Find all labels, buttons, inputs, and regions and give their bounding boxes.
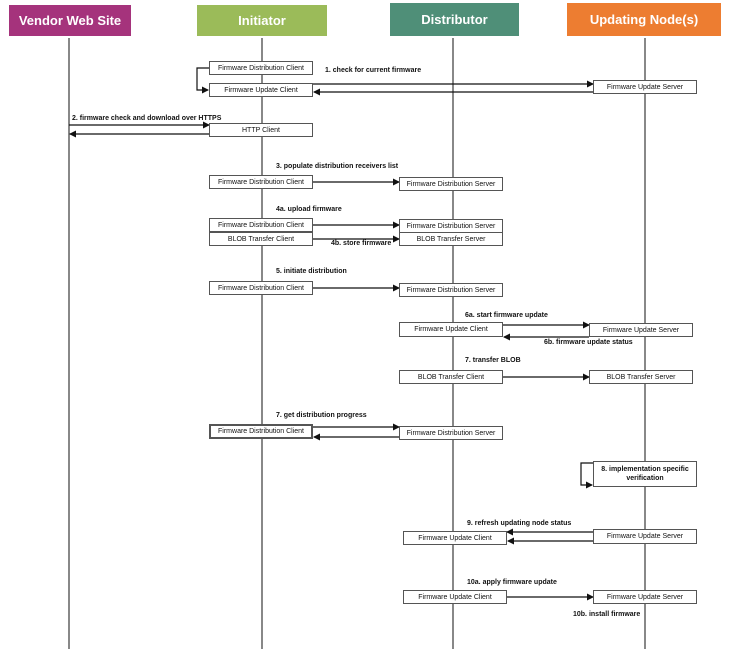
distributor-firmware-update-client-10: Firmware Update Client bbox=[403, 590, 507, 604]
distributor-firmware-update-client-6: Firmware Update Client bbox=[399, 322, 503, 337]
participant-initiator: Initiator bbox=[197, 5, 327, 36]
participant-vendor-web-site: Vendor Web Site bbox=[9, 5, 131, 36]
participant-updating-nodes: Updating Node(s) bbox=[567, 3, 721, 36]
initiator-blob-transfer-client-4b: BLOB Transfer Client bbox=[209, 232, 313, 246]
arrow-1-self bbox=[196, 67, 209, 94]
message-2-label: 2. firmware check and download over HTTP… bbox=[72, 115, 222, 122]
node-firmware-update-server-1: Firmware Update Server bbox=[593, 80, 697, 94]
distributor-firmware-distribution-server-3: Firmware Distribution Server bbox=[399, 177, 503, 191]
message-5-label: 5. initiate distribution bbox=[276, 268, 347, 275]
message-7-progress-label: 7. get distribution progress bbox=[276, 412, 367, 419]
arrow-8-self bbox=[580, 462, 593, 489]
message-1-label: 1. check for current firmware bbox=[325, 67, 422, 74]
initiator-firmware-update-client-1: Firmware Update Client bbox=[209, 83, 313, 97]
initiator-firmware-distribution-client-7: Firmware Distribution Client bbox=[209, 424, 313, 439]
distributor-firmware-distribution-server-4a: Firmware Distribution Server bbox=[399, 219, 503, 233]
node-firmware-update-server-10: Firmware Update Server bbox=[593, 590, 697, 604]
message-10b-label: 10b. install firmware bbox=[573, 611, 641, 618]
initiator-http-client: HTTP Client bbox=[209, 123, 313, 137]
participant-distributor: Distributor bbox=[390, 3, 519, 36]
node-firmware-update-server-9: Firmware Update Server bbox=[593, 529, 697, 544]
message-10a-label: 10a. apply firmware update bbox=[467, 579, 557, 586]
message-4a-label: 4a. upload firmware bbox=[276, 206, 342, 213]
message-6a-label: 6a. start firmware update bbox=[465, 312, 548, 319]
node-firmware-update-server-6: Firmware Update Server bbox=[589, 323, 693, 337]
distributor-firmware-distribution-server-7: Firmware Distribution Server bbox=[399, 426, 503, 440]
distributor-firmware-update-client-9: Firmware Update Client bbox=[403, 531, 507, 545]
distributor-firmware-distribution-server-5: Firmware Distribution Server bbox=[399, 283, 503, 297]
node-implementation-specific-verification: 8. implementation specific verification bbox=[593, 461, 697, 487]
distributor-blob-transfer-client-7: BLOB Transfer Client bbox=[399, 370, 503, 384]
message-6b-label: 6b. firmware update status bbox=[544, 339, 633, 346]
initiator-firmware-distribution-client-3: Firmware Distribution Client bbox=[209, 175, 313, 189]
message-3-label: 3. populate distribution receivers list bbox=[276, 163, 399, 170]
message-7-transfer-label: 7. transfer BLOB bbox=[465, 357, 521, 364]
node-blob-transfer-server-7: BLOB Transfer Server bbox=[589, 370, 693, 384]
initiator-firmware-distribution-client-5: Firmware Distribution Client bbox=[209, 281, 313, 295]
message-9-label: 9. refresh updating node status bbox=[467, 520, 572, 527]
distributor-blob-transfer-server-4b: BLOB Transfer Server bbox=[399, 232, 503, 246]
initiator-firmware-distribution-client-1: Firmware Distribution Client bbox=[209, 61, 313, 75]
initiator-firmware-distribution-client-4a: Firmware Distribution Client bbox=[209, 218, 313, 232]
message-4b-label: 4b. store firmware bbox=[331, 240, 392, 247]
